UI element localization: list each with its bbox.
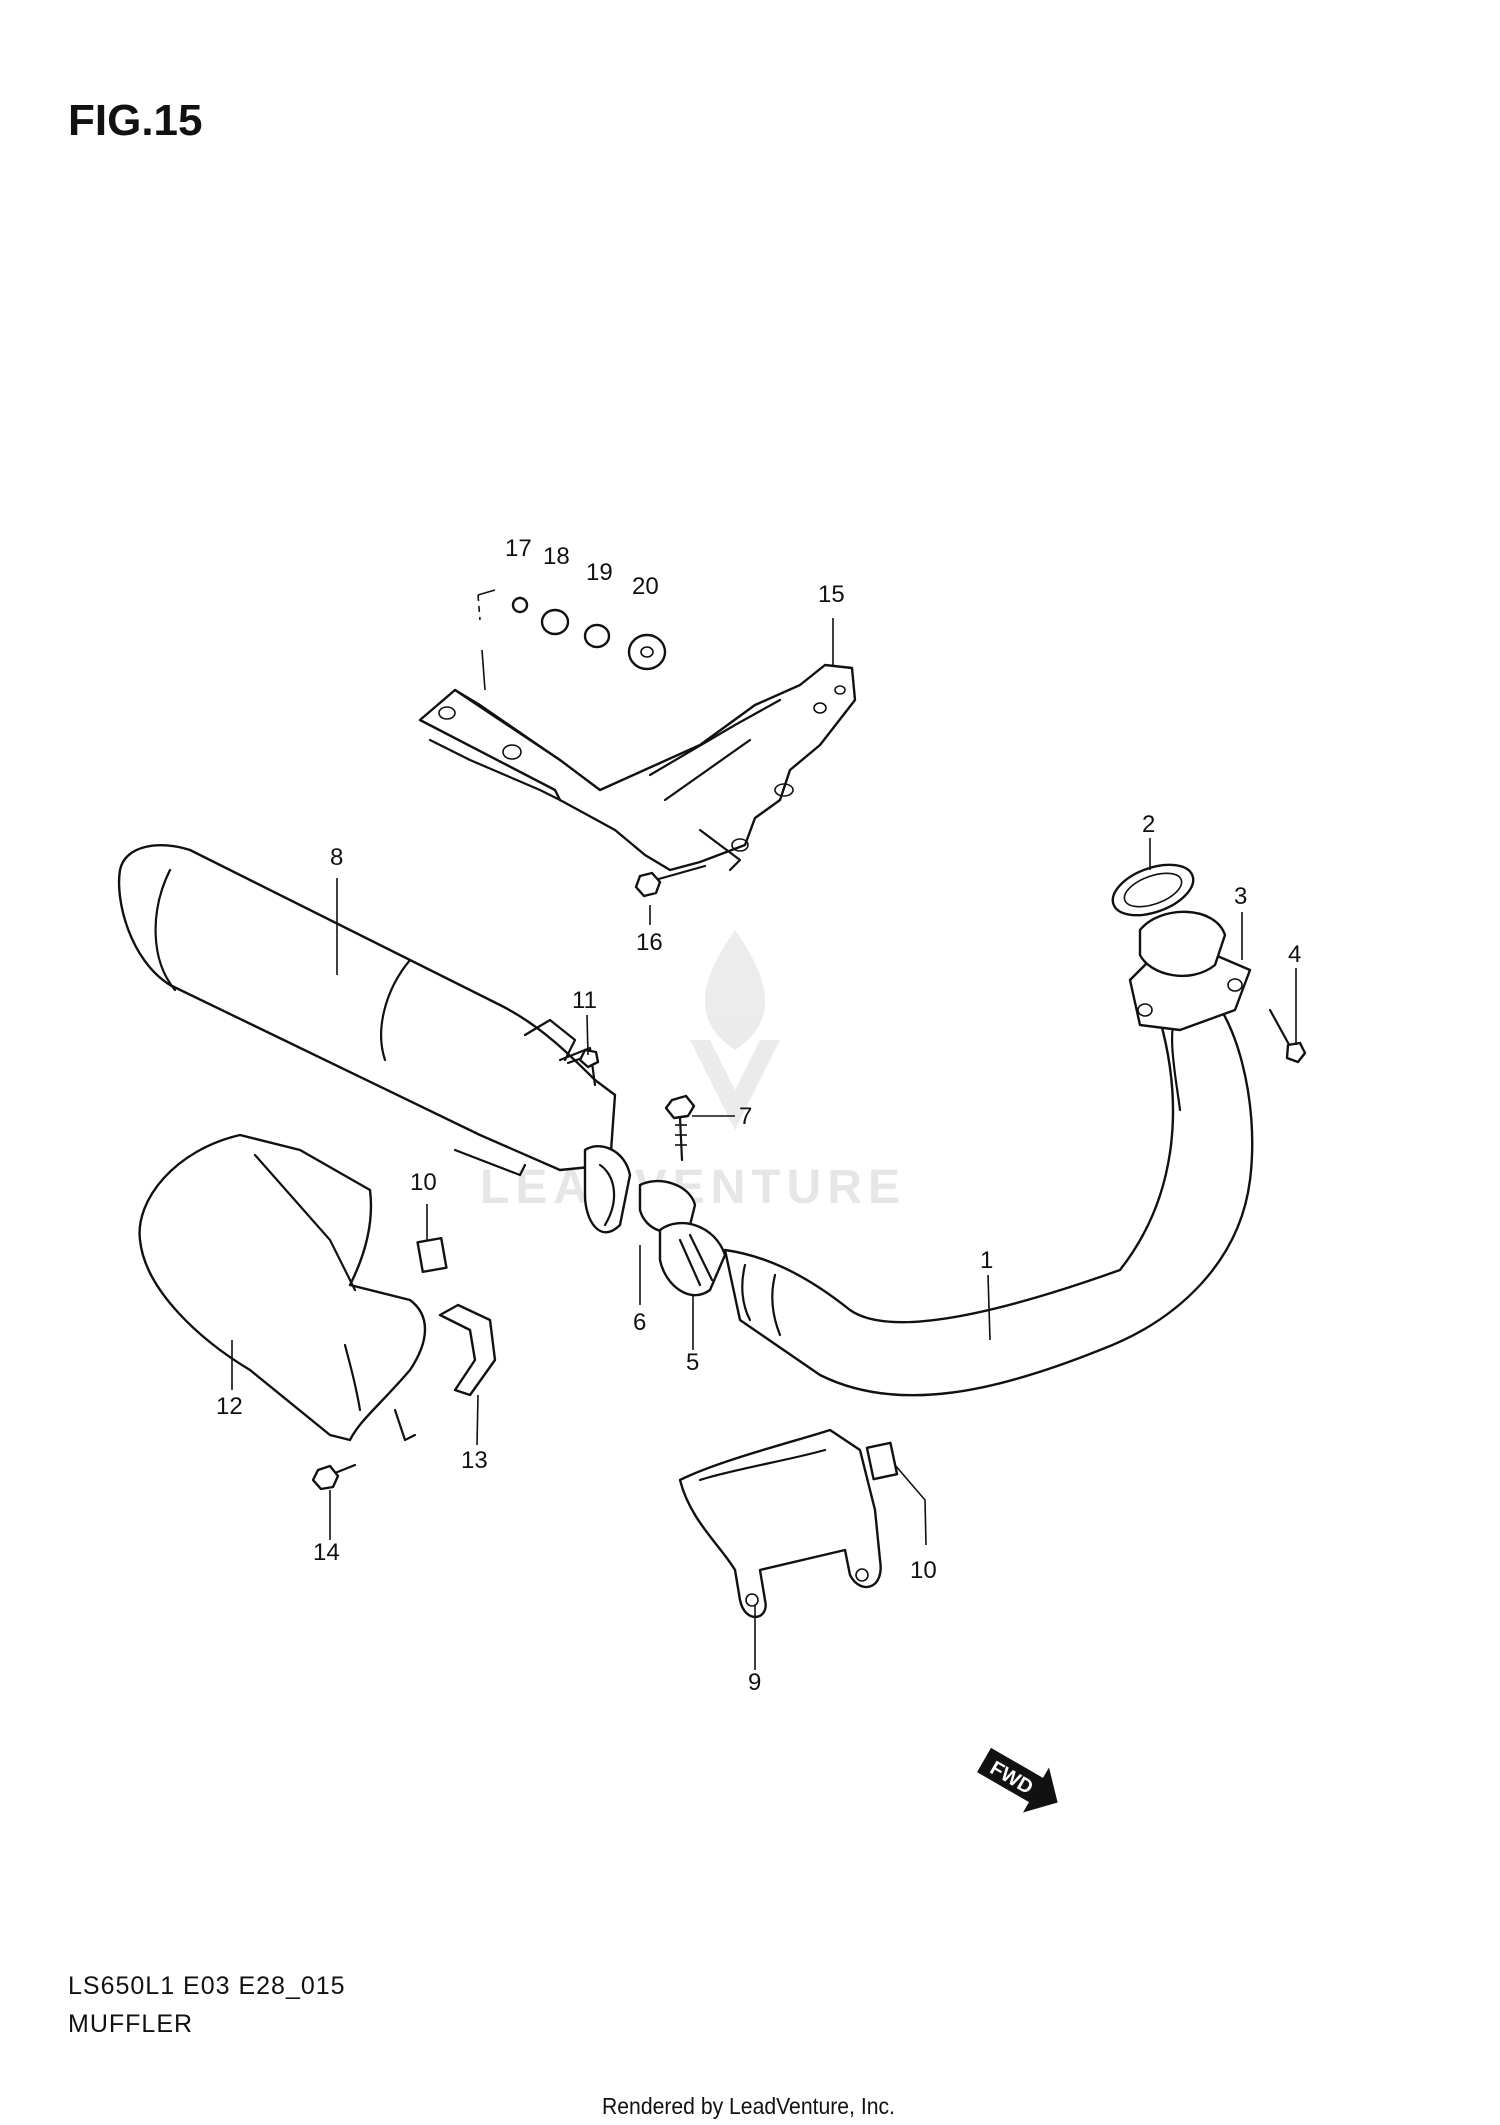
callout-15: 15 [818,581,845,608]
watermark-logo [690,930,780,1130]
bolt-part-4 [1268,1008,1307,1064]
forward-direction-arrow-icon: FWD [977,1747,1058,1813]
callout-14: 14 [313,1539,340,1566]
bolt-part-11 [566,1048,600,1069]
callout-12: 12 [216,1393,243,1420]
exhaust-pipe-part-1 [723,980,1254,1397]
callout-4: 4 [1288,941,1301,968]
callout-8: 8 [330,844,343,871]
callout-5: 5 [686,1349,699,1376]
pad-part-10-left [416,1236,448,1274]
bolt-part-14 [311,1463,357,1491]
heat-shield-part-9 [678,1428,882,1619]
callout-2: 2 [1142,811,1155,838]
heat-shield-part-12 [138,1133,427,1442]
clamp-part-6 [583,1145,697,1234]
callout-18: 18 [543,543,570,570]
pad-part-10-right [865,1441,899,1481]
muffler-part-8 [117,843,617,1177]
callout-20: 20 [632,573,659,600]
callout-1: 1 [980,1247,993,1274]
callout-labels: 1 2 3 4 5 6 7 8 9 10 10 11 12 13 14 15 1… [216,535,1301,1696]
callout-10-left: 10 [410,1169,437,1196]
clamp-part-13 [438,1303,497,1397]
callout-7: 7 [739,1103,752,1130]
callout-9: 9 [748,1669,761,1696]
bolt-part-16 [634,864,707,898]
leader-lines [231,618,1297,1670]
gasket-part-5 [658,1221,727,1297]
callout-6: 6 [633,1309,646,1336]
diagram-code: LS650L1 E03 E28_015 [68,1972,346,2000]
callout-13: 13 [461,1447,488,1474]
flange-part-3 [1128,910,1252,1032]
callout-17: 17 [505,535,532,562]
callout-19: 19 [586,559,613,586]
callout-16: 16 [636,929,663,956]
bracket-part-15 [418,663,857,872]
bolt-part-7 [664,1094,696,1162]
diagram-section-title: MUFFLER [68,2010,194,2038]
callout-11: 11 [572,987,597,1014]
render-credit: Rendered by LeadVenture, Inc. [602,2093,895,2119]
figure-title: FIG.15 [68,96,203,145]
callout-10-right: 10 [910,1557,937,1584]
fastener-parts-17-20 [477,589,667,691]
gasket-part-2 [1111,863,1195,917]
callout-3: 3 [1234,883,1247,910]
